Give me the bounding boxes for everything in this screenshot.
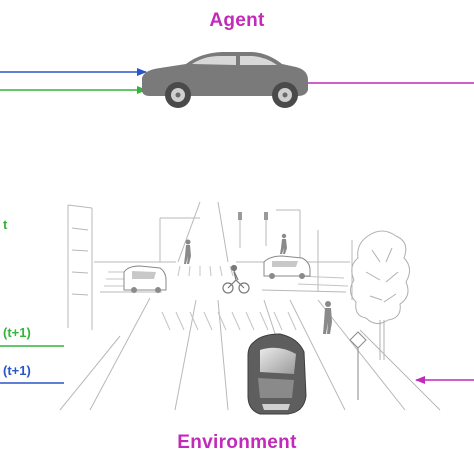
state-next-label: (t+1)	[3, 325, 31, 340]
background-car-left	[123, 265, 167, 293]
intersection-scene-illustration	[59, 201, 441, 411]
background-car-right	[263, 255, 311, 279]
car-side-icon	[142, 52, 308, 108]
reward-next-label: (t+1)	[3, 363, 31, 378]
diamond-sign-icon	[349, 331, 367, 400]
car-top-icon	[247, 333, 307, 415]
cyclist-icon	[222, 264, 250, 294]
environment-title: Environment	[177, 432, 297, 453]
pedestrian-icon	[184, 233, 332, 334]
tree-icon	[350, 230, 410, 360]
agent-title: Agent	[209, 10, 265, 31]
state-t-label: t	[3, 217, 8, 232]
